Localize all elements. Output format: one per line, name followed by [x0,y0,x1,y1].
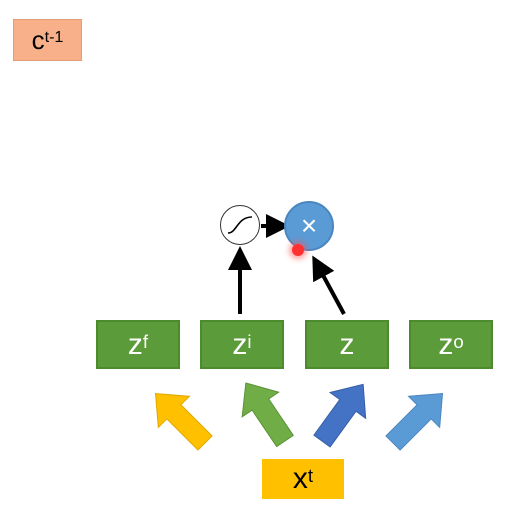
arrow-z-to-multiply [312,255,346,315]
sigmoid-node [220,205,260,245]
gate-input-base: z [232,327,248,361]
input-xt-sup: t [307,465,314,487]
cursor-pointer-dot [292,244,304,256]
gate-forget-base: z [127,327,143,361]
gate-output-sup: o [453,330,464,352]
input-arrow-to-z [313,383,367,448]
multiply-icon: × [300,210,318,241]
gate-candidate-base: z [339,327,355,361]
input-arrow-to-zi [241,382,294,448]
gate-output-base: z [438,327,454,361]
input-xt-base: x [292,462,308,495]
cell-state-prev-sup: t-1 [44,28,64,47]
input-arrow-to-zf [154,392,213,451]
gate-forget-sup: f [142,330,149,352]
input-arrow-to-zo [385,392,444,451]
multiply-node: × [284,201,334,251]
cell-state-prev-base: c [31,24,45,55]
gate-candidate: z [305,320,389,369]
gate-input-sup: i [247,330,252,352]
sigmoid-curve-icon [227,216,253,234]
